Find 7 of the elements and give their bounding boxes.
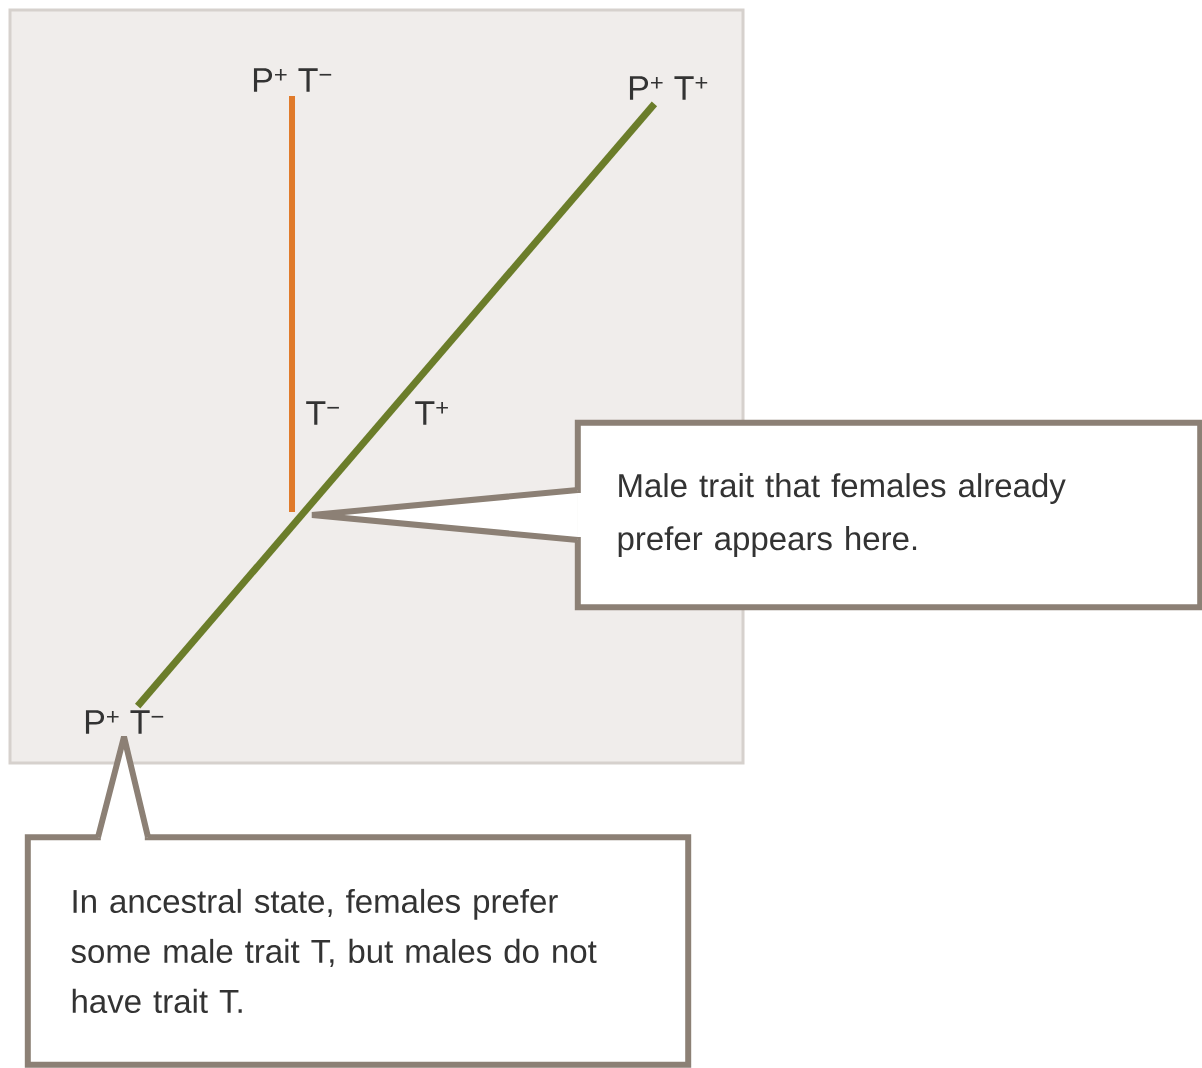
node-label: In ancestral state, females prefer some male trait T, but males do not have trait T. — [71, 888, 597, 1014]
genotype-label: P$^{+}$ T$^{+}$ — [629, 76, 708, 100]
branch-line — [289, 95, 295, 512]
genotype-label: P$^{+}$ T$^{−}$ — [253, 68, 332, 92]
branch-line — [135, 101, 658, 709]
callout-box: In ancestral state, females prefer some male trait T, but males do not have trait T. — [24, 736, 692, 1068]
genotype-label: P$^{+}$ T$^{−}$ — [85, 710, 164, 734]
